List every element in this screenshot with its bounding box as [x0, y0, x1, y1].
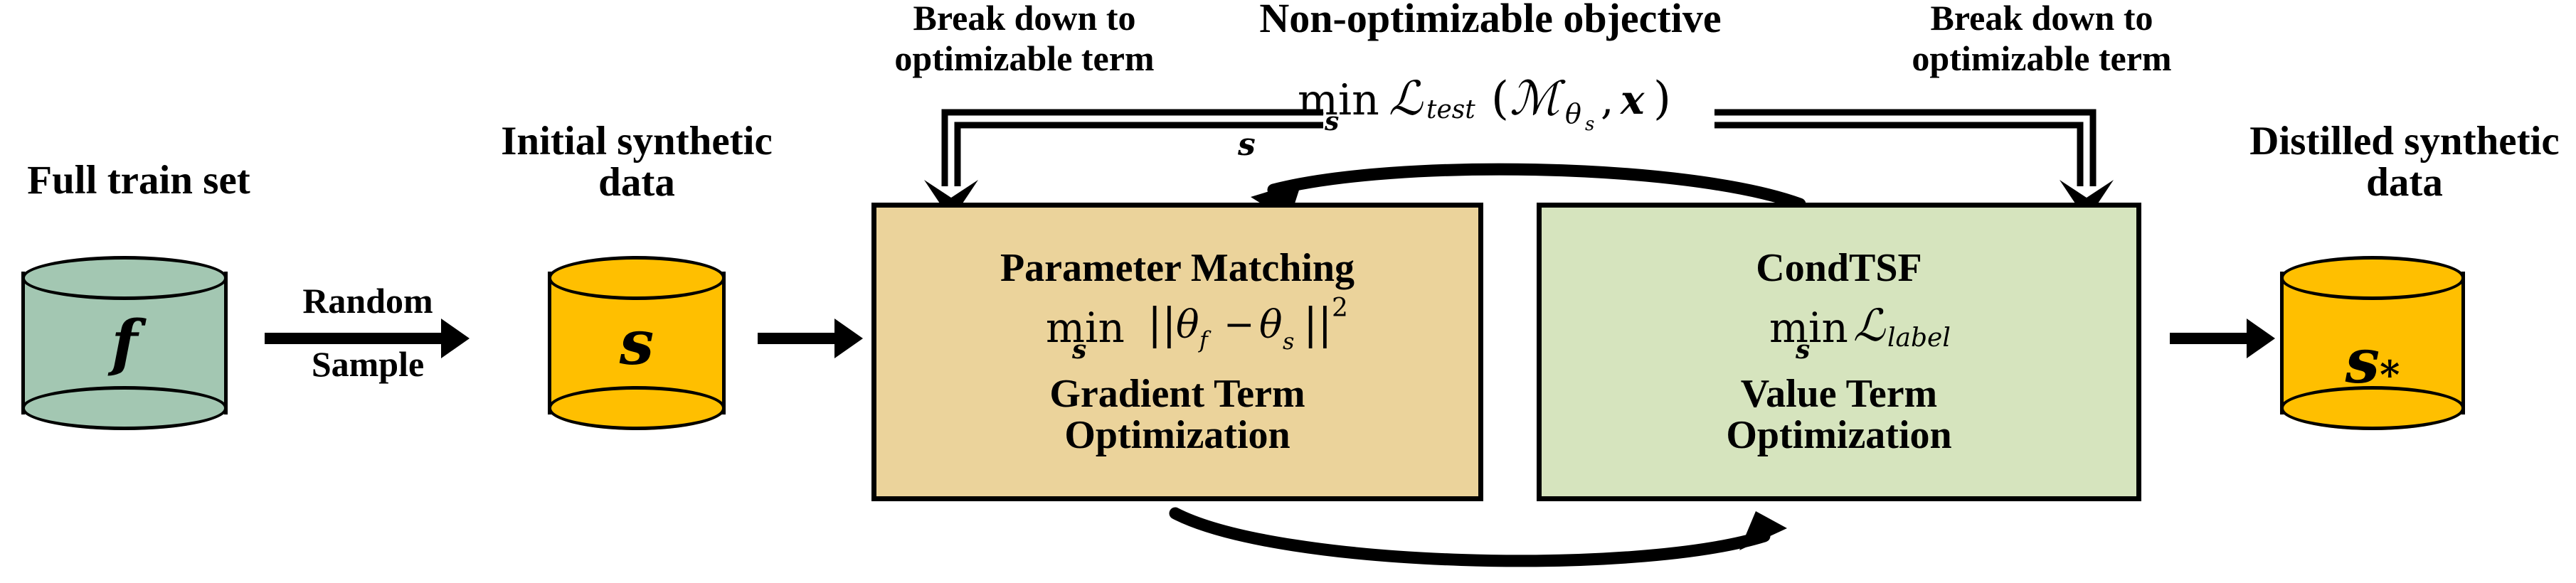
pm-min-subscript: s [1072, 334, 1087, 365]
parameter-matching-term-line1: Gradient Term [1049, 371, 1305, 416]
figure-canvas: Full train set f Random Sample Initial s… [21, 0, 2560, 567]
objective-model-subscript-sub: s [1585, 114, 1595, 135]
parameter-matching-formula: min s || θ f − θ s || 2 [957, 294, 1398, 373]
pm-power: 2 [1332, 293, 1348, 323]
break-down-left-line1: Break down to [913, 0, 1136, 38]
full-train-set-cylinder: f [21, 256, 228, 430]
cylinder-bottom-ellipse [548, 386, 726, 430]
feedback-arrow-bottom [1169, 507, 1787, 567]
objective-input-symbol: x [1621, 77, 1645, 124]
distilled-glyph-base: s [2345, 326, 2380, 397]
distilled-glyph-superscript: * [2380, 352, 2400, 397]
pm-norm-close: || [1303, 299, 1332, 349]
objective-loss-symbol: ℒ [1389, 71, 1423, 126]
objective-model-symbol: ℳ [1510, 71, 1560, 126]
sample-to-parameter-matching-arrow [758, 319, 863, 358]
breakdown-arrow-right [1714, 109, 2114, 220]
feedback-top-label: s [1238, 127, 1256, 163]
non-optimizable-objective-heading: Non-optimizable objective [1259, 0, 1722, 41]
cylinder-top-ellipse [548, 256, 726, 300]
condtsf-box[interactable]: CondTSF min s ℒ label Value Term Optimiz… [1537, 203, 2141, 501]
cylinder-bottom-ellipse [2280, 386, 2465, 430]
initial-synthetic-data-glyph: s [619, 307, 654, 379]
non-optimizable-objective-formula: min s ℒ test ( ℳ θ s , x ) [1281, 70, 1707, 137]
parameter-matching-term-line2: Optimization [1064, 413, 1290, 458]
condtsf-term-line1: Value Term [1740, 371, 1938, 416]
pm-theta-s-subscript: s [1283, 327, 1295, 355]
cylinder-top-ellipse [21, 256, 228, 300]
objective-min: min [1298, 75, 1379, 125]
distilled-synthetic-data-label: Distilled synthetic data [2249, 119, 2560, 205]
objective-close-paren: ) [1653, 73, 1671, 125]
pm-minus: − [1224, 303, 1255, 346]
parameter-matching-title: Parameter Matching [1000, 245, 1355, 290]
distilled-synthetic-data-glyph: s* [2280, 256, 2465, 430]
condtsf-formula: min s ℒ label [1618, 294, 2060, 373]
condtsf-term-line2: Optimization [1726, 413, 1952, 458]
ct-min-subscript: s [1796, 334, 1811, 365]
objective-open-paren: ( [1491, 73, 1509, 125]
break-down-right-line2: optimizable term [1912, 38, 2172, 78]
initial-synthetic-data-label: Initial synthetic data [501, 119, 773, 205]
objective-min-subscript: s [1325, 107, 1340, 137]
ct-loss-symbol: ℒ [1853, 299, 1885, 351]
full-train-set-glyph: f [111, 307, 138, 379]
random-sample-arrow [265, 319, 470, 358]
parameter-matching-box[interactable]: Parameter Matching min s || θ f − θ s ||… [871, 203, 1483, 501]
cylinder-top-ellipse [2280, 256, 2465, 300]
condtsf-title: CondTSF [1756, 245, 1922, 290]
ct-loss-subscript: label [1887, 323, 1951, 353]
pm-theta-f-subscript: f [1199, 326, 1208, 353]
ct-min: min [1769, 303, 1848, 352]
full-train-set-label: Full train set [27, 158, 250, 203]
break-down-left-line2: optimizable term [894, 38, 1155, 78]
random-sample-label-line1: Random [302, 281, 433, 321]
initial-synthetic-data-cylinder: s [548, 256, 726, 430]
pm-theta-s: θ [1259, 301, 1283, 347]
objective-comma: , [1601, 75, 1614, 124]
pm-norm-open: || [1147, 299, 1177, 349]
pm-theta-f: θ [1176, 301, 1199, 347]
condtsf-to-distilled-arrow [2170, 319, 2275, 358]
random-sample-label-line2: Sample [311, 344, 425, 384]
break-down-right-line1: Break down to [1930, 0, 2153, 38]
distilled-synthetic-data-cylinder: s* [2280, 256, 2465, 430]
breakdown-arrow-left [924, 109, 1323, 220]
objective-model-subscript: θ [1565, 98, 1581, 129]
objective-loss-subscript: test [1426, 95, 1475, 124]
cylinder-bottom-ellipse [21, 386, 228, 430]
pm-min: min [1046, 303, 1125, 352]
